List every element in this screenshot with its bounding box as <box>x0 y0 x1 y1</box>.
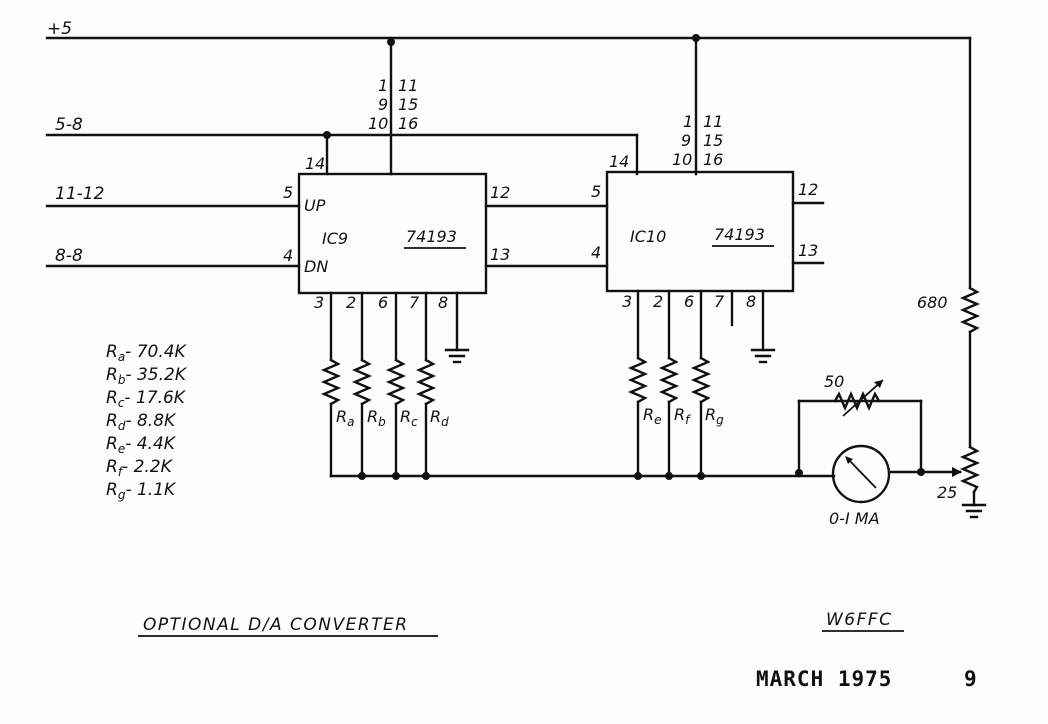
wiper-arrow-icon <box>952 467 962 477</box>
ic10-top-pin: 11 <box>703 112 723 131</box>
ic10-pin-14: 14 <box>609 152 629 171</box>
ic9-chip: IC9 74193 UP DN 5 4 14 12 13 1 9 10 11 1… <box>283 76 510 312</box>
resistor-rd-label: Rd <box>430 407 449 429</box>
ic10-chip: IC10 74193 5 4 14 12 13 1 9 10 11 15 16 … <box>591 112 818 311</box>
ic10-bottom-pin: 3 <box>622 292 632 311</box>
ic9-top-pin: 16 <box>398 114 418 133</box>
ic10-bottom-pin: 6 <box>684 292 694 311</box>
author-callsign: W6FFC <box>826 610 893 630</box>
resistor-rd-symbol <box>415 358 437 406</box>
ic9-up-label: UP <box>304 196 326 215</box>
legend-entry: Rb- 35.2K <box>106 365 188 387</box>
ic9-top-pin: 11 <box>398 76 418 95</box>
resistor-680-symbol <box>959 286 981 334</box>
ic9-part: 74193 <box>406 227 457 246</box>
ic9-pin-12: 12 <box>490 183 510 202</box>
ic9-top-pin: 1 <box>378 76 388 95</box>
footer-page-number: 9 <box>964 667 978 691</box>
ic10-top-pin: 16 <box>703 150 723 169</box>
ic9-bottom-pin: 2 <box>346 293 356 312</box>
ic9-pin-13: 13 <box>490 245 510 264</box>
meter-label: 0-I MA <box>829 509 880 528</box>
ic10-top-pin: 15 <box>703 131 723 150</box>
ic9-pin-14: 14 <box>305 154 325 173</box>
ic9-dn-label: DN <box>304 257 328 276</box>
ic9-bottom-pin: 6 <box>378 293 388 312</box>
pot25-label: 25 <box>937 483 957 502</box>
footer-date: MARCH 1975 <box>756 667 892 691</box>
ic9-top-pin: 10 <box>368 114 388 133</box>
vcc-label: +5 <box>47 19 72 39</box>
ground-symbol <box>444 348 470 364</box>
ic10-pin-12: 12 <box>798 180 818 199</box>
resistor-re-symbol <box>627 356 649 404</box>
resistor-value-legend: Ra- 70.4K Rb- 35.2K Rc- 17.6K Rd- 8.8K R… <box>106 342 188 502</box>
ic10-pin-13: 13 <box>798 241 818 260</box>
resistor-rf-label: Rf <box>674 405 691 427</box>
resistor-rc-symbol <box>385 358 407 406</box>
resistor-rg-label: Rg <box>705 405 724 427</box>
resistor-ra-symbol <box>320 358 342 406</box>
input-5-8-label: 5-8 <box>55 115 83 135</box>
meter-0-1ma: 0-I MA <box>829 444 891 528</box>
r680-label: 680 <box>917 293 948 312</box>
ic9-top-pin: 15 <box>398 95 418 114</box>
resistor-rg-symbol <box>690 356 712 404</box>
meter-needle <box>846 457 877 489</box>
legend-entry: Rf- 2.2K <box>106 457 174 479</box>
resistor-re-label: Re <box>643 405 662 427</box>
variable-resistor-50: 50 <box>824 372 884 417</box>
resistor-rb-symbol <box>351 358 373 406</box>
ic10-top-pin: 9 <box>681 131 691 150</box>
input-11-12-label: 11-12 <box>55 184 104 204</box>
legend-entry: Rg- 1.1K <box>106 480 177 502</box>
ic9-bottom-pin: 8 <box>438 293 448 312</box>
input-8-8-label: 8-8 <box>55 246 83 266</box>
wires <box>45 36 976 507</box>
resistor-rf-symbol <box>658 356 680 404</box>
legend-entry: Rc- 17.6K <box>106 388 187 410</box>
legend-entry: Re- 4.4K <box>106 434 177 456</box>
ground-symbol <box>961 503 987 519</box>
diagram-title: OPTIONAL D/A CONVERTER <box>143 615 409 635</box>
ic10-name: IC10 <box>630 227 666 246</box>
legend-entry: Ra- 70.4K <box>106 342 188 364</box>
ic10-bottom-pin: 2 <box>653 292 663 311</box>
ic10-part: 74193 <box>714 225 765 244</box>
ic9-pin-up: 5 <box>283 183 293 202</box>
resistor-rc-label: Rc <box>400 407 418 429</box>
ic9-top-pin: 9 <box>378 95 388 114</box>
ic9-bottom-pin: 3 <box>314 293 324 312</box>
ic9-name: IC9 <box>322 229 348 248</box>
ic10-bottom-pin: 7 <box>714 292 725 311</box>
resistor-ladder <box>320 286 981 406</box>
junction-dots <box>323 34 925 480</box>
ic10-top-pin: 10 <box>672 150 692 169</box>
ic9-pin-dn: 4 <box>283 246 293 265</box>
potentiometer-25: 25 <box>937 445 981 502</box>
ic9-bottom-pin: 7 <box>409 293 420 312</box>
ic10-top-pin: 1 <box>683 112 693 131</box>
pot50-label: 50 <box>824 372 844 391</box>
resistor-rb-label: Rb <box>367 407 386 429</box>
ic10-pin-dn: 4 <box>591 243 601 262</box>
ic10-pin-up: 5 <box>591 182 601 201</box>
ground-symbol <box>750 348 776 364</box>
ic10-bottom-pin: 8 <box>746 292 756 311</box>
resistor-ra-label: Ra <box>336 407 354 429</box>
legend-entry: Rd- 8.8K <box>106 411 177 433</box>
